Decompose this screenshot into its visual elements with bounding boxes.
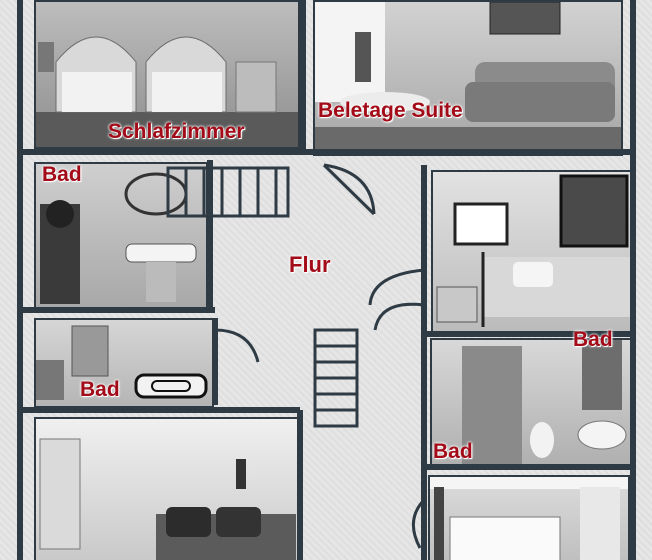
label-schlafzimmer: Schlafzimmer xyxy=(108,120,245,143)
label-bad-right-lower: Bad xyxy=(433,440,473,463)
door-swings xyxy=(214,163,426,549)
shower-illustration xyxy=(462,340,627,464)
suite-livingroom-illustration xyxy=(315,2,621,154)
single-bed-illustration xyxy=(436,174,631,327)
label-bad-left-middle: Bad xyxy=(80,378,120,401)
room-bottom-right-photo[interactable] xyxy=(428,475,630,560)
label-beletage-suite: Beletage Suite xyxy=(318,99,463,122)
canopy-bed-illustration xyxy=(430,477,628,560)
label-bad-right-upper: Bad xyxy=(573,328,613,351)
bathroom-sink-illustration xyxy=(40,172,197,304)
label-bad-top-left: Bad xyxy=(42,163,82,186)
bad-right-lower-photo[interactable] xyxy=(430,338,632,466)
schlafzimmer-photo[interactable] xyxy=(34,0,300,149)
bad-top-left-photo[interactable] xyxy=(34,162,208,309)
beletage-suite-photo[interactable] xyxy=(313,0,623,156)
label-flur: Flur xyxy=(289,252,331,277)
twin-beds-illustration xyxy=(36,36,298,147)
bad-right-upper-photo[interactable] xyxy=(431,170,633,334)
double-bed-illustration xyxy=(39,438,296,560)
stairs xyxy=(166,166,359,428)
bathroom-small-illustration xyxy=(36,325,208,400)
